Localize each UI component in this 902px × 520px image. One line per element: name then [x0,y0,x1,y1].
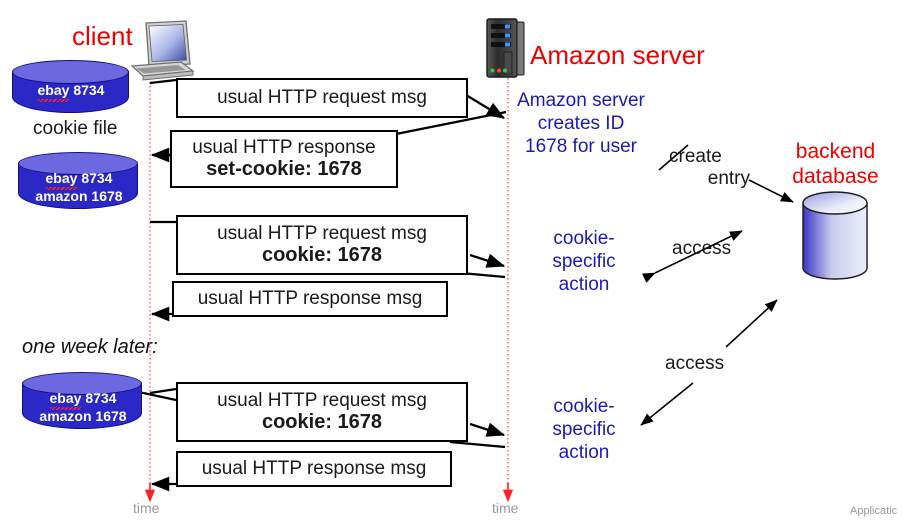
message-line-1: usual HTTP request msg [217,87,427,109]
message-box-http-response-3: usual HTTP response msg [176,451,452,487]
annotation-line-2: creates ID [537,112,625,134]
cookie-site-name: amazon [35,187,88,204]
annotation-line-3: action [558,273,610,295]
cylinder-top [22,372,142,395]
cylinder-top [12,60,129,84]
cookie-file-initial: ebay 8734 [12,60,130,116]
server-title: Amazon server [530,40,705,70]
cookie-site-name: ebay [49,390,82,409]
annotation-line-1: cookie- [553,396,615,417]
client-computer-icon [130,20,195,81]
message-box-http-request-cookie-2: usual HTTP request msg cookie: 1678 [176,382,468,442]
message-line-1: usual HTTP response msg [201,458,427,480]
message-box-http-request-cookie-1: usual HTTP request msg cookie: 1678 [176,215,468,275]
db-arrow-label-access-1: access [672,238,732,259]
message-line-2: cookie: 1678 [261,244,383,267]
cookie-file-one-week-later: ebay 8734 amazon 1678 [22,372,144,432]
corner-note: Applicatic [850,505,898,517]
message-line-2: set-cookie: 1678 [206,158,362,181]
time-label-client: time [133,500,160,516]
cookie-value: 8734 [81,170,113,186]
cookie-entry-row: ebay 8734 [22,390,144,409]
cookie-file-after-set-cookie: ebay 8734 amazon 1678 [18,152,140,212]
message-line-1: usual HTTP response [192,137,376,159]
cookie-entry-row: amazon 1678 [22,408,144,426]
cookie-file-caption: cookie file [33,118,118,139]
db-arrow-label-create-entry: create entry [660,146,760,190]
server-annotation-cookie-specific-action-1: cookie- specific action [532,228,636,296]
message-box-http-response-set-cookie: usual HTTP response set-cookie: 1678 [170,130,398,188]
cookie-site-name: ebay [37,82,70,101]
backend-database-title: backend database [778,140,893,190]
annotation-line-3: action [558,441,610,463]
server-tower-icon [486,18,525,78]
message-box-http-request-1: usual HTTP request msg [176,78,468,118]
annotation-line-2: specific [552,418,616,440]
cookie-value: 1678 [95,407,127,424]
db-arrow-label-access-2: access [665,353,725,374]
db-arrow-label-line1: create [669,146,722,167]
backend-database-line1: backend [795,140,876,163]
message-line-1: usual HTTP response msg [197,288,423,310]
cookie-entry-row: ebay 8734 [12,82,130,101]
message-box-http-response-2: usual HTTP response msg [172,281,448,317]
message-line-1: usual HTTP request msg [217,223,427,245]
one-week-later-label: one week later: [22,336,158,358]
server-annotation-creates-id: Amazon server creates ID 1678 for user [506,90,656,158]
annotation-line-2: specific [552,250,616,272]
server-annotation-cookie-specific-action-2: cookie- specific action [532,396,636,464]
message-line-2: cookie: 1678 [261,411,383,434]
cookie-entry-rows: ebay 8734 amazon 1678 [18,170,140,205]
db-arrow-label-line2: entry [707,167,750,189]
cookie-value: 8734 [73,82,105,98]
cookie-value: 1678 [91,187,123,204]
cookie-site-name: amazon [39,407,92,424]
annotation-line-1: Amazon server [517,90,645,111]
cookie-site-name: ebay [45,170,78,189]
time-label-server: time [492,500,519,516]
backend-database-line2: database [792,164,879,188]
client-title: client [72,21,133,51]
annotation-line-3: 1678 for user [525,135,637,157]
message-line-1: usual HTTP request msg [217,390,427,412]
cookie-entry-rows: ebay 8734 amazon 1678 [22,390,144,425]
cookie-entry-row: amazon 1678 [18,188,140,206]
cookie-value: 8734 [85,390,117,406]
annotation-line-1: cookie- [553,228,615,249]
cylinder-top [18,152,138,175]
backend-database-cylinder [802,191,868,280]
cookie-entry-row: ebay 8734 [18,170,140,189]
